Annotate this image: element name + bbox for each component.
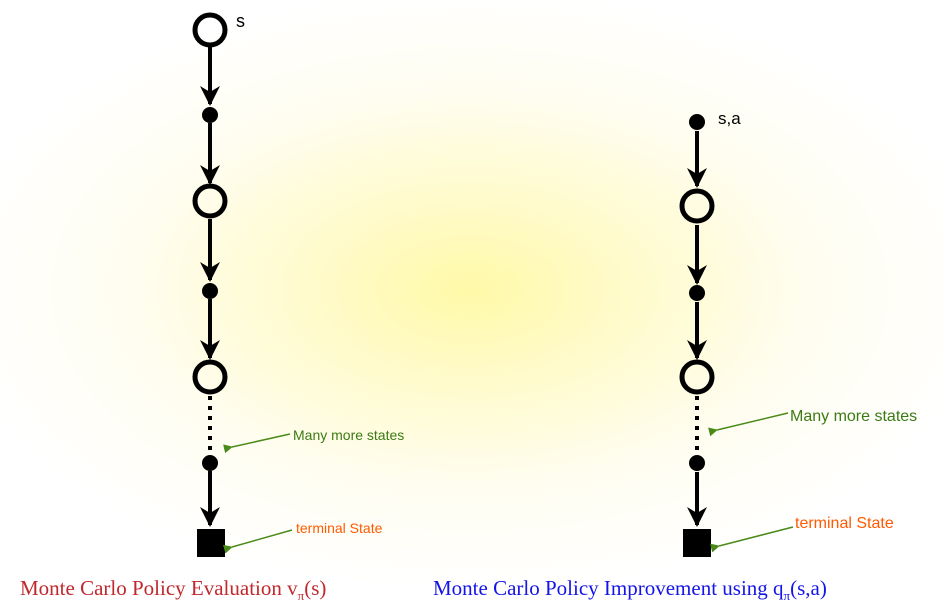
action-node: [689, 114, 705, 130]
terminal-state-annotation: terminal State: [795, 515, 894, 532]
state-node: [679, 359, 715, 395]
state-node: [192, 359, 228, 395]
many-more-states-annotation: Many more states: [293, 427, 404, 443]
action-node: [202, 107, 218, 123]
right-tree: s,a Many more states terminal State Mont…: [433, 109, 917, 603]
action-node: [202, 283, 218, 299]
state-node: [192, 12, 228, 48]
right-caption: Monte Carlo Policy Improvement using qπ(…: [433, 576, 827, 603]
pointer-line: [710, 526, 794, 553]
pointer-line: [222, 529, 293, 554]
action-node: [689, 455, 705, 471]
pointer-line: [223, 433, 291, 454]
action-node: [689, 285, 705, 301]
terminal-state-annotation: terminal State: [296, 520, 383, 536]
state-node: [192, 183, 228, 219]
left-caption: Monte Carlo Policy Evaluation vπ(s): [20, 576, 326, 603]
caption-suffix: (s): [304, 576, 326, 600]
caption-suffix: (s,a): [790, 576, 827, 600]
caption-text: Monte Carlo Policy Evaluation v: [20, 576, 298, 600]
terminal-state-node: [197, 529, 225, 557]
caption-subscript: π: [784, 588, 791, 603]
pointer-line: [708, 412, 789, 437]
caption-text: Monte Carlo Policy Improvement using q: [433, 576, 784, 600]
caption-subscript: π: [298, 588, 305, 603]
state-node: [679, 188, 715, 224]
start-label: s: [236, 11, 245, 31]
start-label: s,a: [718, 109, 741, 128]
many-more-states-annotation: Many more states: [790, 408, 917, 425]
action-node: [202, 455, 218, 471]
left-tree: s Many more states terminal State Monte …: [20, 11, 404, 603]
terminal-state-node: [683, 529, 711, 557]
